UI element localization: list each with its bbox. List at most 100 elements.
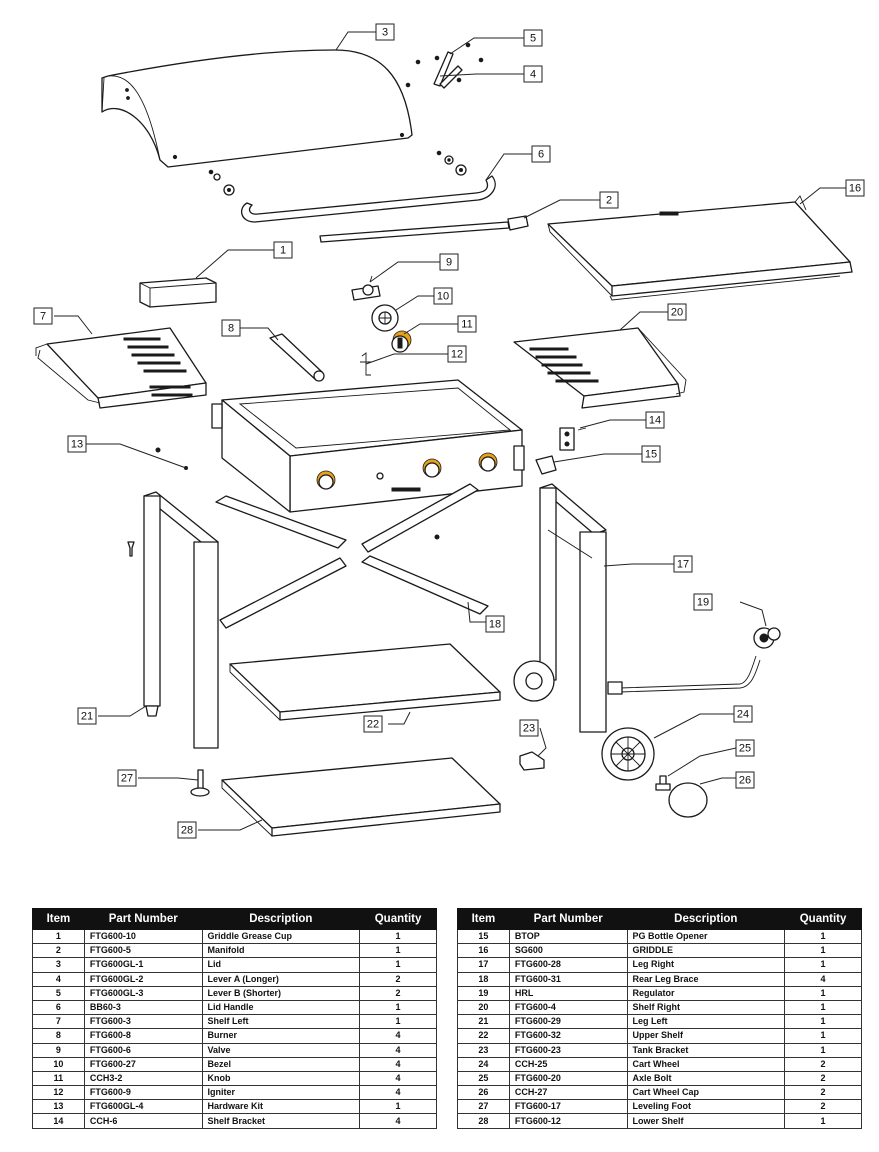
cell-part-number: FTG600-12 — [508, 1113, 628, 1129]
cell-quantity: 4 — [359, 1085, 437, 1101]
cell-description: Rear Leg Brace — [626, 971, 786, 987]
cell-item: 6 — [32, 999, 85, 1016]
callout-number: 3 — [382, 27, 388, 39]
callout-number: 9 — [446, 257, 452, 269]
callout-19: 19 — [693, 593, 713, 611]
cell-part-number: SG600 — [508, 943, 628, 959]
cell-part-number: HRL — [508, 985, 628, 1001]
table-header-row: Item Part Number Description Quantity — [32, 908, 437, 930]
callout-6: 6 — [531, 145, 551, 163]
part-upper-shelf-drawing — [229, 643, 501, 721]
callout-number: 15 — [645, 449, 657, 461]
cell-quantity: 1 — [784, 1042, 862, 1058]
part-bottle-opener-drawing — [535, 455, 557, 475]
cell-item: 8 — [32, 1028, 85, 1044]
cell-description: Shelf Left — [201, 1014, 361, 1030]
cell-item: 25 — [457, 1070, 510, 1087]
cell-quantity: 4 — [359, 1056, 437, 1072]
cell-description: GRIDDLE — [626, 943, 786, 959]
callout-27: 27 — [117, 769, 137, 787]
cell-item: 12 — [32, 1085, 85, 1101]
callout-5: 5 — [523, 29, 543, 47]
part-lower-shelf-drawing — [221, 757, 501, 837]
part-griddle-drawing — [547, 195, 853, 301]
cell-quantity: 1 — [784, 985, 862, 1001]
callout-23: 23 — [519, 719, 539, 737]
cell-quantity: 1 — [359, 957, 437, 973]
callout-number: 1 — [280, 245, 286, 257]
part-shelf-left-drawing — [35, 327, 207, 409]
cell-item: 17 — [457, 957, 510, 973]
cell-item: 26 — [457, 1085, 510, 1101]
part-knob-drawing — [391, 330, 412, 353]
callout-number: 28 — [181, 825, 193, 837]
cell-part-number: FTG600-29 — [508, 1014, 628, 1030]
callout-number: 23 — [523, 723, 535, 735]
callout-14: 14 — [645, 411, 665, 429]
header-part-number: Part Number — [83, 908, 203, 930]
cell-quantity: 1 — [784, 1113, 862, 1129]
cell-part-number: FTG600GL-4 — [83, 1099, 203, 1115]
callout-number: 26 — [739, 775, 751, 787]
cell-item: 20 — [457, 999, 510, 1016]
callout-3: 3 — [375, 23, 395, 41]
cell-item: 18 — [457, 971, 510, 987]
cell-part-number: FTG600-3 — [83, 1014, 203, 1030]
part-regulator-drawing — [607, 627, 781, 695]
cell-item: 4 — [32, 971, 85, 987]
cell-description: Shelf Right — [626, 999, 786, 1016]
cell-item: 11 — [32, 1070, 85, 1087]
part-manifold-drawing — [319, 215, 529, 243]
part-shelf-right-drawing — [513, 327, 687, 409]
cell-quantity: 2 — [784, 1099, 862, 1115]
part-bezel-drawing — [371, 304, 399, 332]
cell-item: 24 — [457, 1056, 510, 1072]
callout-number: 14 — [649, 415, 661, 427]
part-lid-washers-drawing — [208, 150, 467, 196]
cell-quantity: 1 — [359, 943, 437, 959]
cell-item: 23 — [457, 1042, 510, 1058]
part-leg-braces-drawing — [215, 483, 489, 629]
callout-17: 17 — [673, 555, 693, 573]
cell-item: 28 — [457, 1113, 510, 1129]
cell-quantity: 1 — [359, 999, 437, 1016]
cell-item: 15 — [457, 928, 510, 945]
cell-item: 19 — [457, 985, 510, 1001]
cell-item: 10 — [32, 1056, 85, 1072]
cell-quantity: 1 — [784, 1028, 862, 1044]
part-tank-bracket-drawing — [519, 751, 545, 771]
callout-number: 17 — [677, 559, 689, 571]
callout-number: 22 — [367, 719, 379, 731]
cell-quantity: 4 — [784, 971, 862, 987]
cell-quantity: 2 — [784, 1085, 862, 1101]
cell-quantity: 2 — [359, 985, 437, 1001]
header-description: Description — [201, 908, 361, 930]
cell-description: Valve — [201, 1042, 361, 1058]
cell-description: Leg Left — [626, 1014, 786, 1030]
callout-number: 16 — [849, 183, 861, 195]
cell-part-number: BB60-3 — [83, 999, 203, 1016]
cell-quantity: 2 — [784, 1056, 862, 1072]
cell-quantity: 4 — [359, 1113, 437, 1129]
callout-number: 4 — [530, 69, 536, 81]
cell-quantity: 1 — [784, 957, 862, 973]
header-quantity: Quantity — [359, 908, 437, 930]
cell-part-number: FTG600-20 — [508, 1070, 628, 1087]
cell-part-number: CCH3-2 — [83, 1070, 203, 1087]
cell-description: Bezel — [201, 1056, 361, 1072]
cell-part-number: BTOP — [508, 928, 628, 945]
callout-number: 8 — [228, 323, 234, 335]
